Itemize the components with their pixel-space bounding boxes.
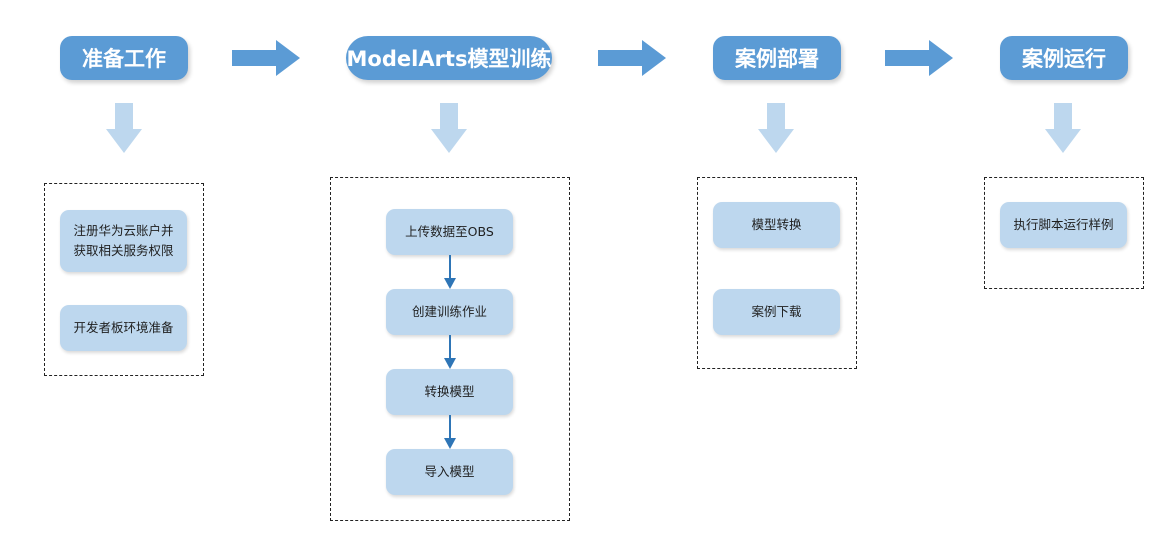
step-run-sample-script: 执行脚本运行样例 bbox=[1000, 202, 1127, 248]
step-label: 案例下载 bbox=[751, 304, 802, 319]
step-label: 创建训练作业 bbox=[411, 304, 487, 319]
step-model-conversion: 模型转换 bbox=[713, 202, 840, 248]
stage-preparation: 准备工作 bbox=[60, 36, 188, 80]
down-arrow-icon bbox=[758, 103, 794, 153]
step-label: 导入模型 bbox=[424, 464, 475, 479]
training-steps-group bbox=[330, 177, 570, 521]
flow-arrow-icon bbox=[444, 415, 456, 449]
stage-label: 案例运行 bbox=[1022, 47, 1106, 71]
stage-case-deployment: 案例部署 bbox=[713, 36, 841, 80]
down-arrow-icon bbox=[106, 103, 142, 153]
step-label: 执行脚本运行样例 bbox=[1013, 217, 1114, 232]
run-steps-group bbox=[984, 177, 1144, 289]
down-arrow-icon bbox=[431, 103, 467, 153]
preparation-steps-group bbox=[44, 183, 204, 376]
stage-label: ModelArts模型训练 bbox=[346, 47, 552, 71]
right-arrow-icon bbox=[598, 40, 666, 76]
step-label: 注册华为云账户并 获取相关服务权限 bbox=[73, 223, 174, 258]
down-arrow-icon bbox=[1045, 103, 1081, 153]
step-label: 开发者板环境准备 bbox=[73, 320, 174, 335]
step-upload-data-obs: 上传数据至OBS bbox=[386, 209, 513, 255]
right-arrow-icon bbox=[885, 40, 953, 76]
step-convert-model: 转换模型 bbox=[386, 369, 513, 415]
step-label: 转换模型 bbox=[424, 384, 475, 399]
stage-label: 准备工作 bbox=[82, 47, 166, 71]
stage-case-run: 案例运行 bbox=[1000, 36, 1128, 80]
step-label: 上传数据至OBS bbox=[405, 224, 494, 239]
flow-arrow-icon bbox=[444, 335, 456, 369]
step-dev-board-setup: 开发者板环境准备 bbox=[60, 305, 187, 351]
step-import-model: 导入模型 bbox=[386, 449, 513, 495]
stage-label: 案例部署 bbox=[735, 47, 819, 71]
flow-arrow-icon bbox=[444, 255, 456, 289]
step-create-training-job: 创建训练作业 bbox=[386, 289, 513, 335]
step-label: 模型转换 bbox=[751, 217, 802, 232]
deployment-steps-group bbox=[697, 177, 857, 369]
step-case-download: 案例下载 bbox=[713, 289, 840, 335]
right-arrow-icon bbox=[232, 40, 300, 76]
step-register-account: 注册华为云账户并 获取相关服务权限 bbox=[60, 210, 187, 272]
stage-modelarts-training: ModelArts模型训练 bbox=[346, 36, 552, 80]
